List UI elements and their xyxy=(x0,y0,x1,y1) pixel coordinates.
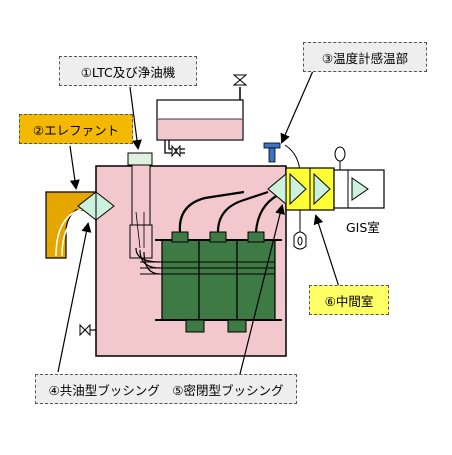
ltc-compartment xyxy=(127,152,153,259)
conservator-tank xyxy=(156,99,244,141)
label-temp-sensor-text: ③温度計感温部 xyxy=(321,50,409,66)
conservator-valve-icon xyxy=(232,74,248,100)
label-gis: GIS室 xyxy=(346,220,380,235)
drain-valve-icon xyxy=(79,323,96,337)
label-chamber: ⑥中間室 xyxy=(309,285,389,315)
label-chamber-text: ⑥中間室 xyxy=(324,293,374,309)
label-elephant: ②エレファント xyxy=(19,114,133,144)
leader-lines xyxy=(57,63,341,375)
label-temp-sensor: ③温度計感温部 xyxy=(303,42,427,72)
label-ltc: ①LTC及び浄油機 xyxy=(59,56,197,86)
intermediate-chamber xyxy=(267,167,335,211)
label-ltc-text: ①LTC及び浄油機 xyxy=(80,64,176,80)
transformer-core xyxy=(140,231,282,333)
label-bushings: ④共油型ブッシング ⑤密閉型ブッシング xyxy=(35,374,297,404)
ltc-leads xyxy=(135,247,161,275)
conservator-pipe xyxy=(164,140,185,158)
label-elephant-text: ②エレファント xyxy=(32,122,120,138)
label-bushings-text: ④共油型ブッシング ⑤密閉型ブッシング xyxy=(48,382,284,398)
gis-enclosure xyxy=(333,146,385,209)
elephant-duct xyxy=(45,190,115,259)
